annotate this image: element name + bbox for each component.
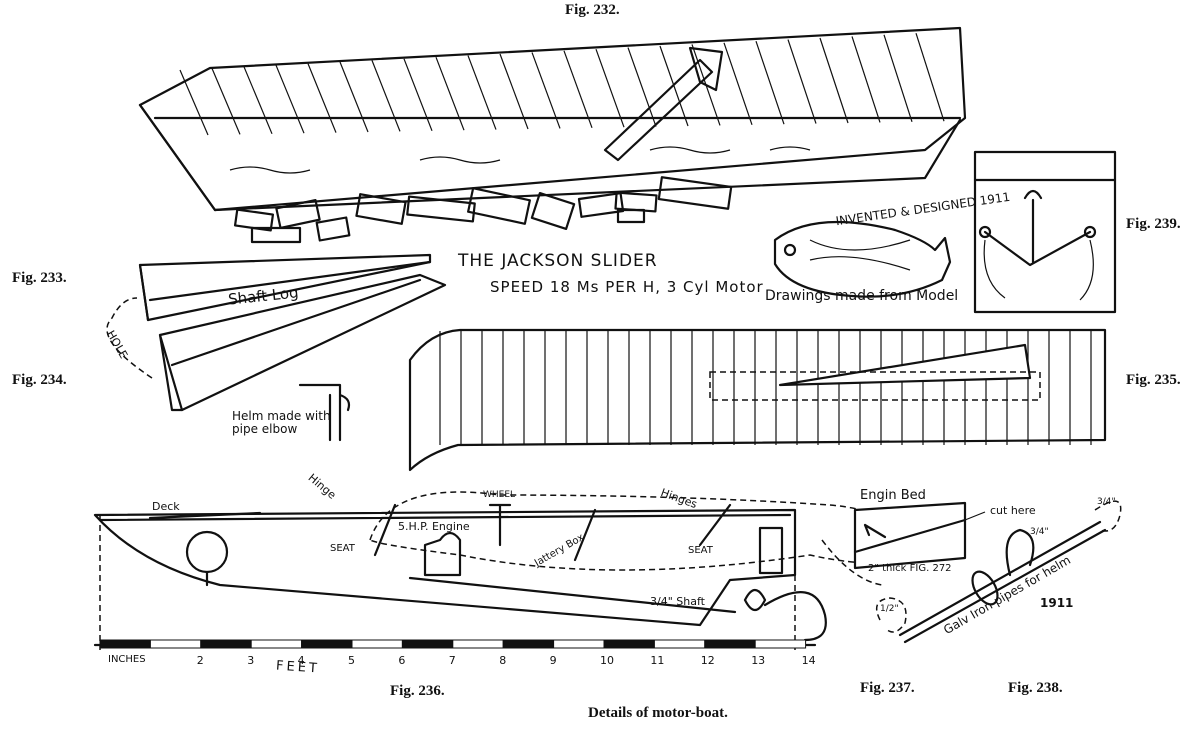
scale-tick-label: 13 — [751, 654, 765, 667]
scale-segment — [301, 639, 353, 649]
scale-tick-label: 2 — [197, 654, 204, 667]
plank-line — [755, 41, 785, 125]
wheel-label: WHEEL — [483, 490, 516, 500]
fraction-label-1: 3/4" — [1030, 527, 1049, 537]
fig233-label: Fig. 233. — [12, 270, 67, 286]
fig239-label: Fig. 239. — [1126, 216, 1181, 232]
fraction-label-3: 1/2" — [880, 604, 899, 614]
year-label: 1911 — [1040, 596, 1074, 610]
fig239-bracket-drawing — [973, 150, 1117, 314]
plank-line — [243, 66, 273, 135]
fig238-pipes-drawing — [875, 500, 1122, 644]
plank-line — [339, 61, 369, 133]
fish-stamp-drawing — [773, 220, 952, 298]
fig232-hull-drawing — [138, 26, 967, 244]
scale-tick-label: 10 — [600, 654, 614, 667]
scale-segment — [502, 639, 555, 649]
stamp-drawings: Drawings made from Model — [765, 288, 959, 304]
plank-line — [403, 58, 433, 132]
plank-line — [627, 47, 657, 127]
scale-tick-label: 14 — [802, 654, 816, 667]
cut-here-label: cut here — [990, 504, 1036, 517]
plank-line — [883, 34, 913, 122]
scale-tick-label: 5 — [348, 654, 355, 667]
plank-line — [499, 53, 529, 130]
plank-line — [851, 36, 881, 123]
fig236-profile-drawing: 2 3 4 5 6 7 8 9 10 11 12 13 14 — [93, 491, 932, 667]
fig234-shaft-log-drawing — [106, 273, 447, 442]
fig233-shaft-log-drawing — [138, 253, 432, 322]
scale-segment — [704, 639, 756, 649]
scale-segment — [99, 639, 151, 649]
scale-segment — [452, 639, 504, 649]
fig232-label: Fig. 232. — [565, 2, 620, 18]
scale-tick-label: 3 — [247, 654, 254, 667]
plank-line — [787, 39, 817, 124]
helm-label: Helm made with pipe elbow — [232, 409, 331, 436]
scale-tick-label: 4 — [298, 654, 305, 667]
shaft-label: 3/4" Shaft — [650, 595, 705, 608]
scale-segment — [754, 639, 807, 649]
scale-segment — [351, 639, 403, 649]
scale-segment — [200, 639, 252, 649]
page-caption: Details of motor-boat. — [588, 705, 728, 721]
plank-line — [563, 50, 593, 129]
fig238-label: Fig. 238. — [1008, 680, 1063, 696]
plank-line — [179, 69, 209, 136]
deck-label: Deck — [152, 500, 180, 513]
seat-label-1: SEAT — [330, 543, 355, 554]
plank-line — [819, 37, 849, 124]
engine-label: 5.H.P. Engine — [398, 520, 470, 533]
thick-label: 2" thick FIG. 272 — [868, 563, 952, 574]
plank-line — [723, 42, 753, 125]
fraction-label-2: 3/4" — [1097, 497, 1116, 507]
scale-tick-label: 7 — [449, 654, 456, 667]
scale-segment — [149, 639, 202, 649]
scale-segment — [250, 639, 303, 649]
plank-line — [435, 56, 465, 131]
fig237-label: Fig. 237. — [860, 680, 915, 696]
scale-segment — [653, 639, 706, 649]
scale-tick-label: 11 — [650, 654, 664, 667]
scale-segment — [553, 639, 605, 649]
headline-subtitle: SPEED 18 Ms PER H, 3 Cyl Motor — [490, 278, 764, 296]
scale-tick-label: 8 — [499, 654, 506, 667]
plank-line — [467, 55, 497, 130]
seat-label-2: SEAT — [688, 545, 713, 556]
plank-line — [371, 60, 401, 132]
plank-line — [915, 33, 945, 122]
plank-line — [307, 63, 337, 133]
feet-label: FEET — [275, 658, 321, 677]
scale-tick-label: 6 — [398, 654, 405, 667]
engine-bed-label: Engin Bed — [860, 488, 926, 503]
plank-line — [595, 48, 625, 128]
scale-tick-label: 9 — [550, 654, 557, 667]
fig235-hull-drawing — [408, 328, 1107, 472]
headline-title: THE JACKSON SLIDER — [458, 251, 658, 271]
inches-label: INCHES — [108, 654, 146, 665]
plank-line — [531, 52, 561, 129]
fig236-label: Fig. 236. — [390, 683, 445, 699]
fig237-engine-bed-drawing — [853, 501, 986, 570]
plank-line — [211, 68, 241, 135]
scale-segment — [603, 639, 655, 649]
scale-tick-label: 12 — [701, 654, 715, 667]
plank-line — [275, 64, 305, 134]
scale-segment — [401, 639, 454, 649]
fig235-label: Fig. 235. — [1126, 372, 1181, 388]
fig234-label: Fig. 234. — [12, 372, 67, 388]
